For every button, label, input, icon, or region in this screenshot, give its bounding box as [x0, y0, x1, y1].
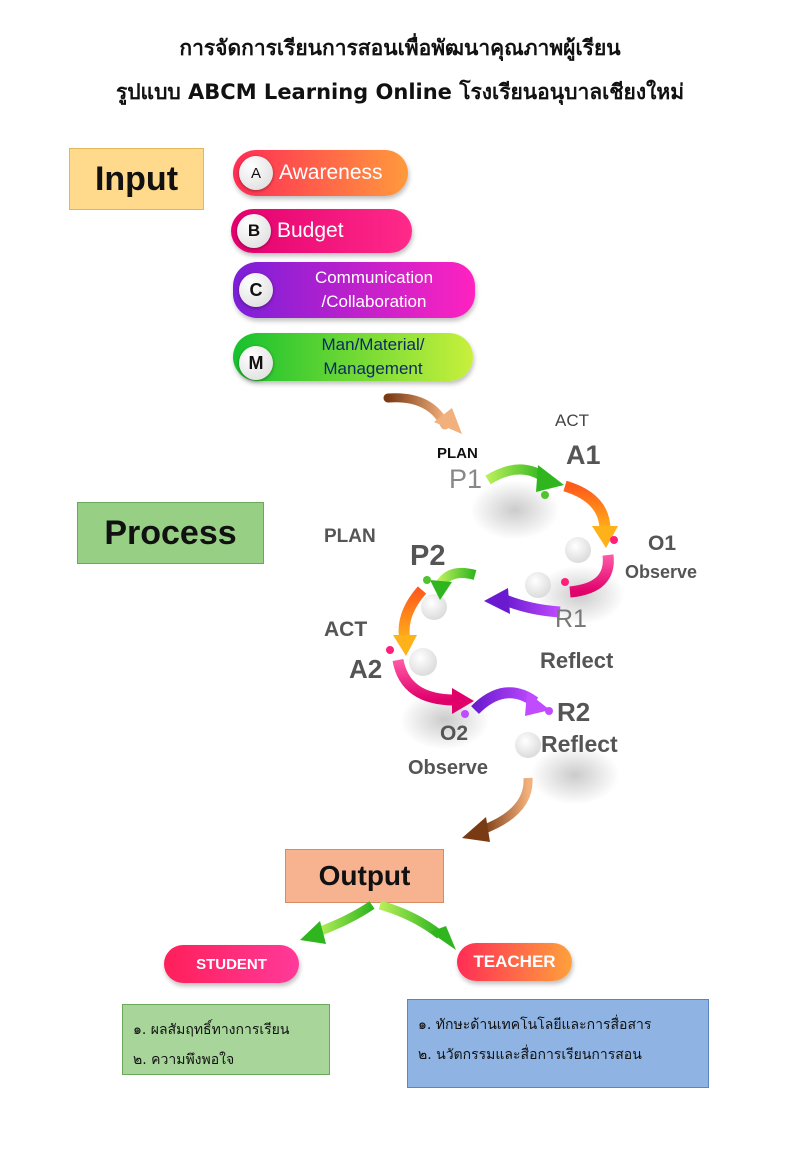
- arrow-r1-to-p2: [502, 594, 561, 618]
- title-line-1: การจัดการเรียนการสอนเพื่อพัฒนาคุณภาพผู้เ…: [179, 36, 621, 60]
- arrow-a1-to-o1: [563, 480, 611, 531]
- input-communication-pill: C Communication /Collaboration: [233, 262, 475, 318]
- arrow-head: [484, 588, 510, 614]
- node-dot: [541, 491, 549, 499]
- arrow-output-to-student: [316, 901, 375, 937]
- node-dot: [545, 707, 553, 715]
- arrow-p1-to-a1: [485, 464, 548, 485]
- node-dot: [386, 646, 394, 654]
- teacher-results-box: ๑. ทักษะด้านเทคโนโลยีและการสื่อสาร ๒. นว…: [407, 999, 709, 1088]
- o1-label: O1: [648, 532, 677, 555]
- o2-label: O2: [440, 722, 469, 745]
- letter-b-badge: B: [237, 214, 271, 248]
- r2-label: R2: [557, 697, 591, 727]
- arrow-head: [452, 688, 474, 714]
- communication-label: Communication /Collaboration: [273, 266, 475, 314]
- awareness-label: Awareness: [279, 161, 383, 184]
- r1-label: R1: [555, 605, 587, 633]
- observe1-label: Observe: [625, 562, 698, 582]
- letter-c-badge: C: [239, 273, 273, 307]
- arrow-head: [300, 921, 326, 944]
- plan2-label: PLAN: [324, 526, 376, 547]
- decor-ball: [515, 732, 541, 758]
- arrow-head: [592, 526, 618, 548]
- teacher-badge: TEACHER: [457, 943, 572, 981]
- reflect2-label: Reflect: [541, 731, 618, 757]
- letter-a-badge: A: [239, 156, 273, 190]
- arrow-head: [393, 635, 417, 656]
- budget-label: Budget: [277, 219, 344, 242]
- act1-label: ACT: [555, 411, 589, 430]
- arrow-o1-to-r1: [569, 554, 614, 598]
- teacher-result-item: ๑. ทักษะด้านเทคโนโลยีและการสื่อสาร: [418, 1017, 652, 1033]
- student-result-item: ๒. ความพึงพอใจ: [133, 1052, 235, 1068]
- student-badge: STUDENT: [164, 945, 299, 983]
- man-material-label: Man/Material/ Management: [273, 333, 473, 381]
- decor-ball: [565, 537, 591, 563]
- a2-label: A2: [349, 654, 383, 684]
- input-section-label: Input: [69, 148, 204, 210]
- title-line-2: รูปแบบ ABCM Learning Online โรงเรียนอนุบ…: [115, 80, 685, 104]
- student-result-item: ๑. ผลสัมฤทธิ์ทางการเรียน: [133, 1022, 290, 1038]
- node-dot: [610, 536, 618, 544]
- input-man-material-pill: M Man/Material/ Management: [233, 333, 473, 381]
- communication-line-2: /Collaboration: [321, 292, 427, 311]
- node-dot: [561, 578, 569, 586]
- observe2-label: Observe: [408, 757, 489, 779]
- arrow-head: [430, 926, 456, 950]
- decor-ball: [409, 648, 437, 676]
- arrow-output-to-teacher: [378, 900, 443, 939]
- output-section-label: Output: [285, 849, 444, 903]
- input-awareness-pill: A Awareness: [233, 150, 408, 196]
- arrow-head: [536, 465, 564, 492]
- reflect1-label: Reflect: [540, 648, 614, 673]
- arrow-head: [430, 580, 452, 600]
- process-section-label: Process: [77, 502, 264, 564]
- decor-ball: [421, 594, 447, 620]
- a1-label: A1: [566, 440, 601, 470]
- shadow-blob: [470, 480, 560, 540]
- node-dot: [423, 576, 431, 584]
- man-material-line-1: Man/Material/: [321, 335, 425, 354]
- plan1-label: PLAN: [437, 445, 478, 462]
- arrow-head: [525, 692, 550, 716]
- act2-label: ACT: [324, 618, 368, 641]
- node-dot: [461, 710, 469, 718]
- shadow-blob: [530, 745, 620, 805]
- communication-line-1: Communication: [314, 268, 434, 287]
- student-results-box: ๑. ผลสัมฤทธิ์ทางการเรียน ๒. ความพึงพอใจ: [122, 1004, 330, 1075]
- input-budget-pill: B Budget: [231, 209, 412, 253]
- letter-m-badge: M: [239, 346, 273, 380]
- arrow-head: [434, 408, 462, 434]
- man-material-line-2: Management: [323, 359, 423, 378]
- p2-label: P2: [410, 540, 446, 572]
- arrow-a2-to-o2: [392, 658, 456, 706]
- teacher-result-item: ๒. นวัตกรรมและสื่อการเรียนการสอน: [418, 1047, 642, 1063]
- arrow-process-to-output: [480, 777, 533, 835]
- arrow-act2: [398, 586, 427, 642]
- p1-label: P1: [449, 464, 483, 494]
- arrow-head: [462, 817, 490, 842]
- decor-ball: [525, 572, 551, 598]
